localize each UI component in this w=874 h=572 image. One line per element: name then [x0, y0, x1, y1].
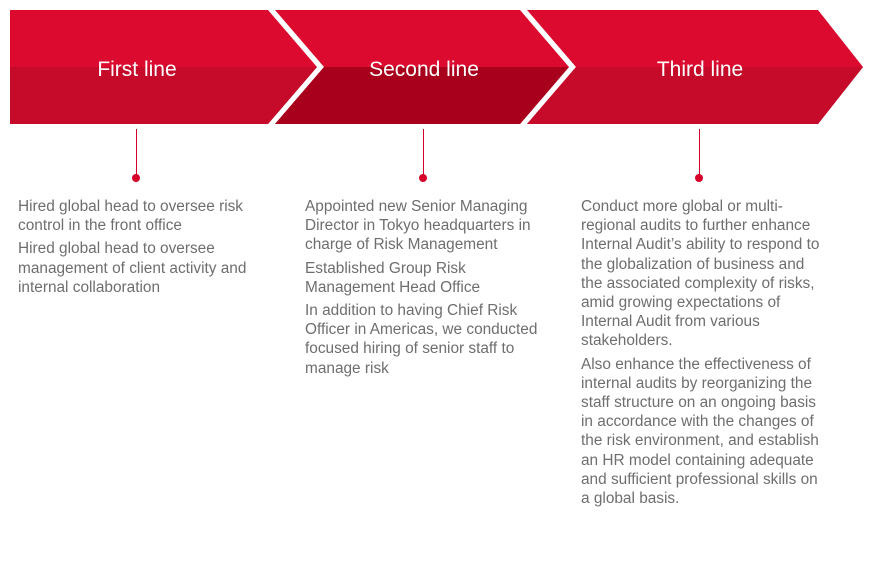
connector-dot-first [132, 174, 140, 182]
first-line-item: Hired global head to oversee management … [18, 240, 247, 296]
first-line-item: Hired global head to oversee risk contro… [18, 198, 243, 235]
connector-dot-second [419, 174, 427, 182]
chevron-first-line [10, 10, 317, 124]
third-line-item: Conduct more global or multi-regional au… [581, 198, 820, 350]
chevron-third-line [527, 10, 863, 124]
first-line-description: Hired global head to oversee risk contro… [18, 197, 263, 301]
chevron-label-first-line: First line [97, 58, 177, 81]
third-line-description: Conduct more global or multi-regional au… [581, 197, 826, 512]
connector-line-first [136, 129, 137, 177]
second-line-item: Appointed new Senior Managing Director i… [305, 198, 531, 254]
chevron-label-second-line: Second line [369, 58, 479, 81]
connector-dot-third [695, 174, 703, 182]
third-line-item: Also enhance the effectiveness of intern… [581, 355, 819, 508]
chevron-second-line [275, 10, 569, 124]
second-line-item: Established Group Risk Management Head O… [305, 259, 481, 296]
second-line-item: In addition to having Chief Risk Officer… [305, 302, 538, 377]
connector-line-third [699, 129, 700, 177]
connector-line-second [423, 129, 424, 177]
chevron-label-third-line: Third line [656, 58, 744, 81]
second-line-description: Appointed new Senior Managing Director i… [305, 197, 545, 382]
chevron-flow [10, 10, 863, 124]
